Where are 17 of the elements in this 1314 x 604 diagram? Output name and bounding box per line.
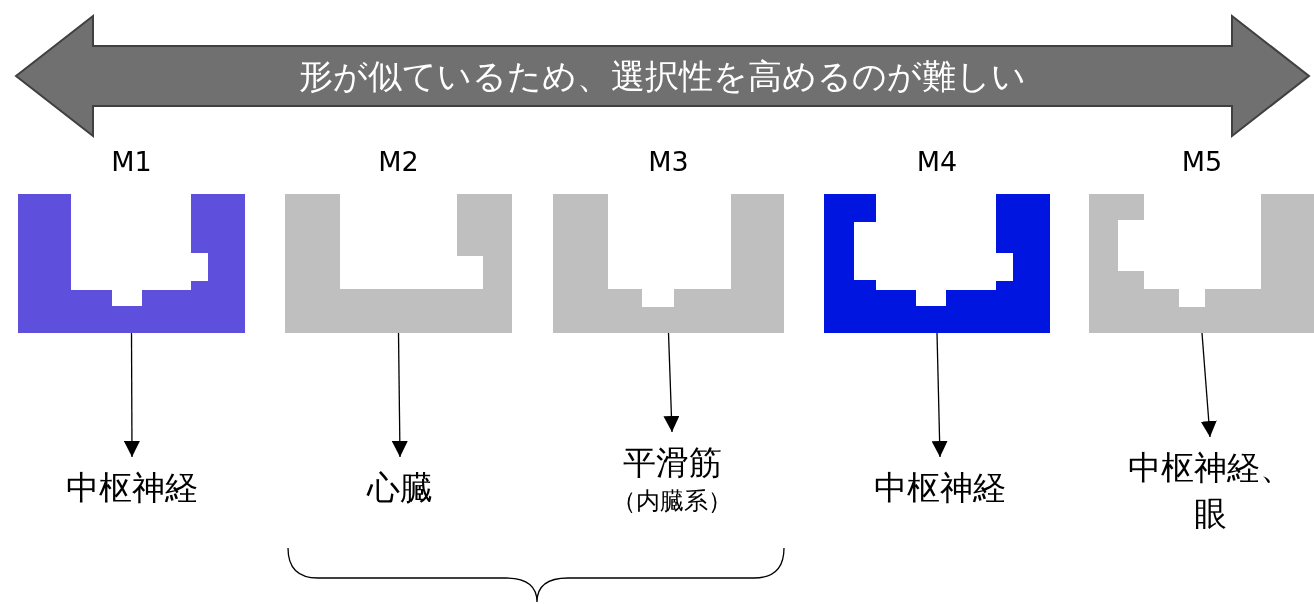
organ-label: 平滑筋 <box>621 442 723 484</box>
arrow <box>931 332 948 458</box>
receptor-label: M1 <box>110 146 153 178</box>
arrow <box>1200 332 1217 438</box>
receptor-label: M2 <box>377 146 420 178</box>
organ-label: 中枢神経 <box>873 467 1007 509</box>
arrow <box>123 332 140 458</box>
receptor-label: M4 <box>915 146 959 178</box>
banner-text: 形が似ているため、選択性を高めるのが難しい <box>298 56 1027 96</box>
arrow <box>663 332 680 433</box>
organ-label: 心臓 <box>365 467 434 509</box>
organ-label: 中枢神経 <box>65 467 199 509</box>
organ-label: 中枢神経、眼 <box>1126 447 1294 535</box>
organ-label: （内臓系） <box>611 486 733 516</box>
receptor-label: M3 <box>647 146 690 178</box>
arrow <box>391 332 408 458</box>
receptor-label: M5 <box>1180 146 1224 178</box>
